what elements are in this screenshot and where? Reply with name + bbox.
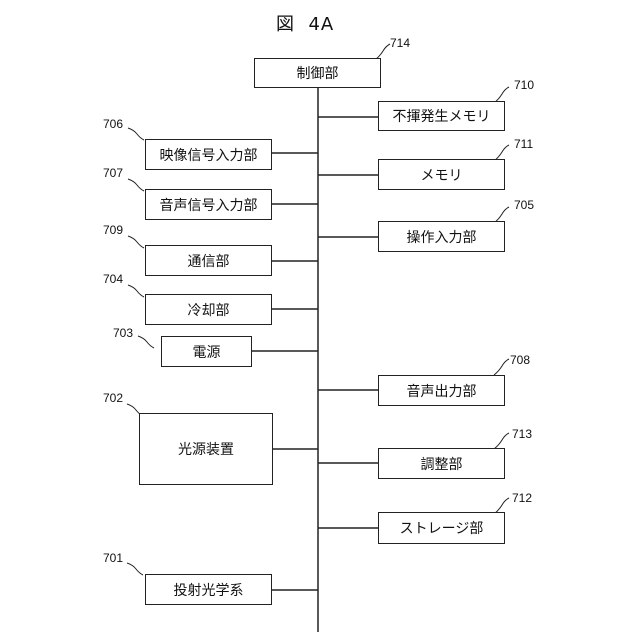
nonvolatile-memory-block: 不揮発生メモリ (378, 101, 505, 131)
audio-signal-input-block: 音声信号入力部 (145, 189, 272, 220)
video-signal-input-block: 映像信号入力部 (145, 139, 272, 170)
leader-713 (494, 433, 509, 449)
leader-707 (128, 179, 144, 191)
ref-701: 701 (103, 552, 123, 564)
ref-714: 714 (390, 37, 410, 49)
storage-block: ストレージ部 (378, 512, 505, 544)
cooling-block: 冷却部 (145, 294, 272, 325)
projection-optics-block: 投射光学系 (145, 574, 272, 605)
audio-output-block: 音声出力部 (378, 375, 505, 406)
ref-707: 707 (103, 167, 123, 179)
ref-704: 704 (103, 273, 123, 285)
power-supply-block: 電源 (161, 336, 252, 367)
adjustment-block: 調整部 (378, 448, 505, 479)
light-source-device-block: 光源装置 (139, 413, 273, 485)
ref-705: 705 (514, 199, 534, 211)
memory-block: メモリ (378, 159, 505, 190)
ref-710: 710 (514, 79, 534, 91)
ref-703: 703 (113, 327, 133, 339)
ref-706: 706 (103, 118, 123, 130)
communication-block: 通信部 (145, 245, 272, 276)
leader-704 (128, 285, 144, 297)
ref-712: 712 (512, 492, 532, 504)
ref-713: 713 (512, 428, 532, 440)
ref-702: 702 (103, 392, 123, 404)
ref-709: 709 (103, 224, 123, 236)
leader-701 (127, 563, 143, 575)
operation-input-block: 操作入力部 (378, 221, 505, 252)
leader-708 (494, 359, 509, 375)
leader-703 (138, 336, 154, 348)
leader-709 (128, 236, 144, 248)
ref-708: 708 (510, 354, 530, 366)
controller-block: 制御部 (254, 58, 381, 88)
ref-711: 711 (514, 138, 533, 150)
leader-706 (128, 128, 144, 140)
